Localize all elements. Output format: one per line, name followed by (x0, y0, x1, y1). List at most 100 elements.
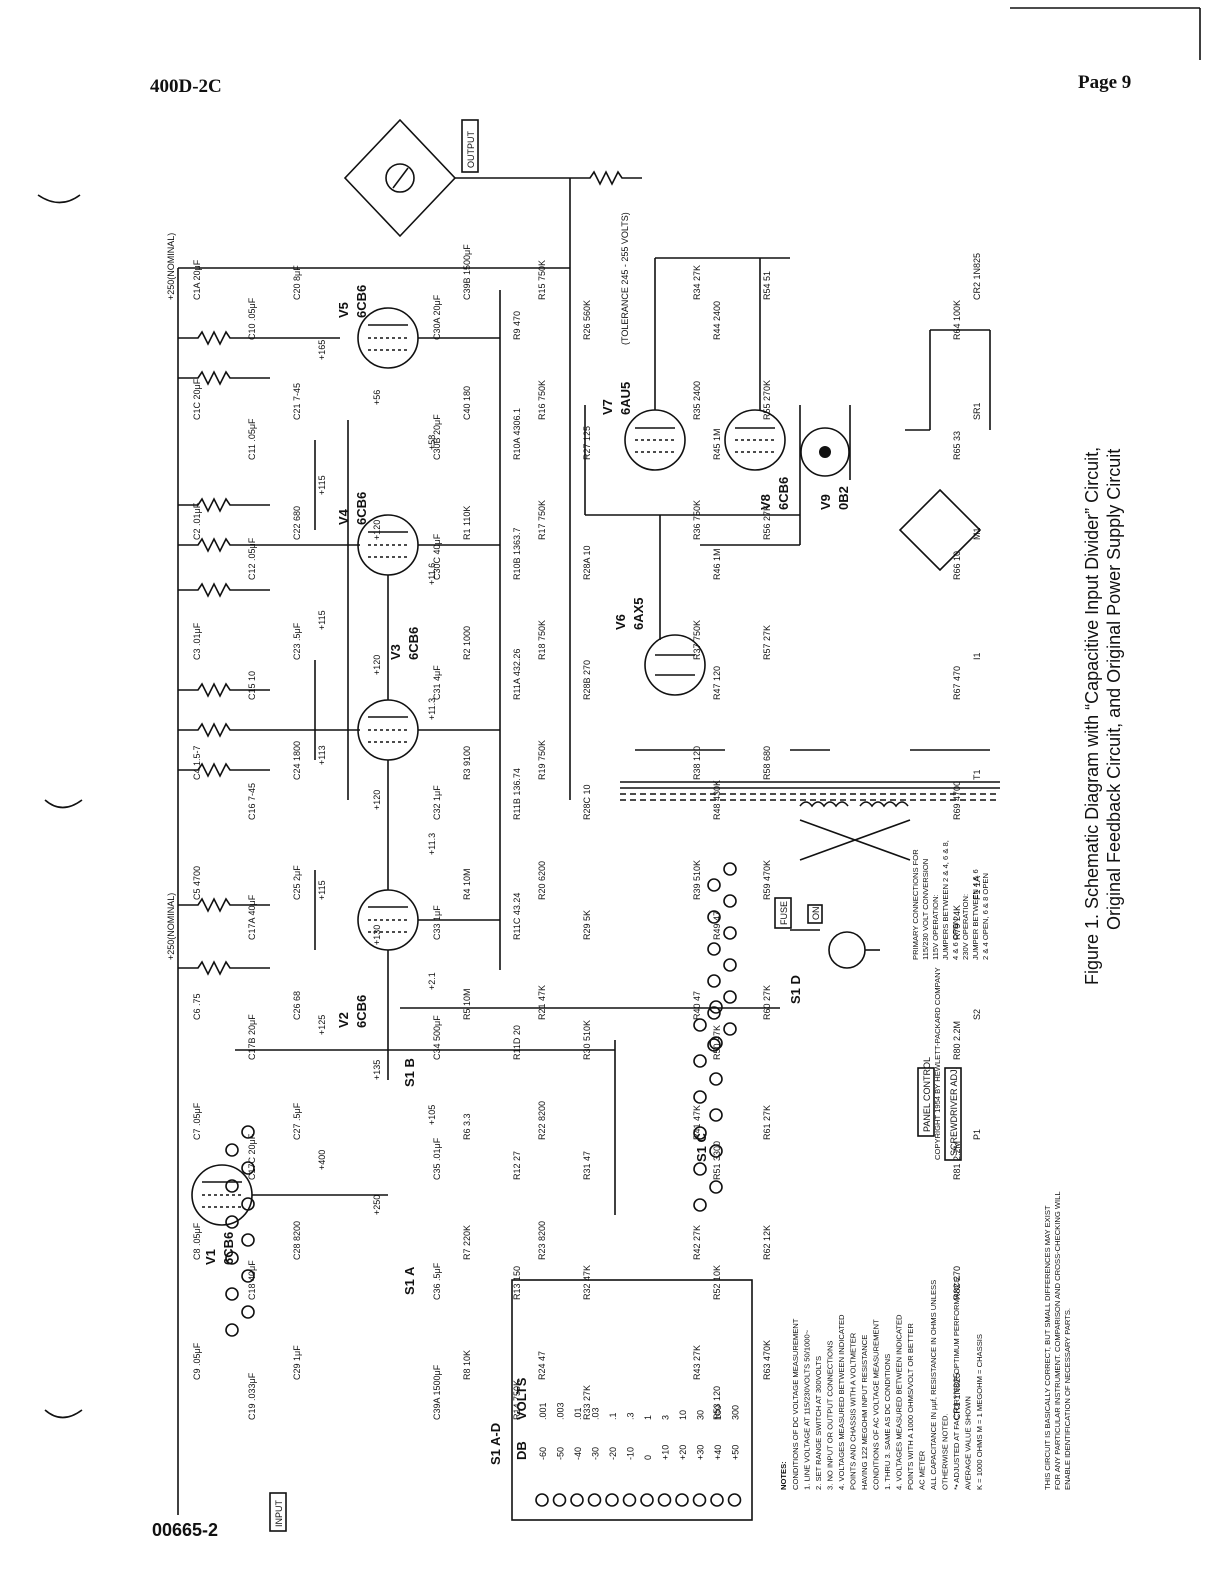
range-volts-value: .003 (556, 1402, 566, 1420)
binding-hole-mark (44, 799, 83, 809)
component-label: R64 100K (952, 300, 962, 340)
range-db-value: 0 (643, 1455, 653, 1460)
switch-terminal (241, 1161, 255, 1175)
range-volts-value: .001 (538, 1402, 548, 1420)
component-label: R24 47 (537, 1351, 547, 1380)
component-label: M1 (972, 527, 982, 540)
voltage-label: +120 (372, 520, 382, 540)
component-label: R66 10 (952, 551, 962, 580)
v9-type: 0B2 (836, 486, 851, 510)
switch-terminal (709, 1108, 723, 1122)
component-label: R38 120 (692, 746, 702, 780)
primary-line: 2 & 4 OPEN, 6 & 8 OPEN (981, 873, 990, 960)
switch-terminal (225, 1215, 239, 1229)
component-label: C31 4μF (432, 665, 442, 700)
component-label: C17C 20μF (247, 1133, 257, 1180)
fuse-box (774, 897, 792, 929)
component-label: R20 6200 (537, 861, 547, 900)
component-label: R31 47 (582, 1151, 592, 1180)
component-label: T1 (972, 769, 982, 780)
component-label: R43 27K (692, 1345, 702, 1380)
range-row-marker (675, 1493, 689, 1507)
range-row-marker (570, 1493, 584, 1507)
component-label: C28 8200 (292, 1221, 302, 1260)
switch-terminal (723, 1022, 737, 1036)
fuse-label: FUSE (779, 901, 789, 925)
component-label: R19 750K (537, 740, 547, 780)
component-label: P1 (972, 1129, 982, 1140)
component-label: C1C 20μF (192, 378, 202, 420)
v3-ref: V3 (388, 644, 403, 660)
on-box (807, 904, 823, 924)
component-label: I1 (972, 652, 982, 660)
component-label: R34 27K (692, 265, 702, 300)
v7-ref: V7 (600, 399, 615, 415)
component-label: R13 150 (512, 1266, 522, 1300)
switch-terminal (707, 942, 721, 956)
component-label: R59 470K (762, 860, 772, 900)
v8-type: 6CB6 (776, 477, 791, 510)
voltage-label: +113 (317, 745, 327, 765)
component-label: C20 8μF (292, 265, 302, 300)
rail-label-1: +250(NOMINAL) (166, 233, 176, 300)
component-label: R40 47 (692, 991, 702, 1020)
component-label: C15 10 (247, 671, 257, 700)
range-db-value: -50 (556, 1447, 566, 1460)
switch-terminal (723, 990, 737, 1004)
switch-terminal (723, 926, 737, 940)
component-label: C32 1μF (432, 785, 442, 820)
component-label: R60 27K (762, 985, 772, 1020)
range-row-marker (657, 1493, 672, 1507)
component-label: S2 (972, 1009, 982, 1020)
range-header-volts: VOLTS (514, 1377, 529, 1420)
primary-line: 115/230 VOLT CONVERSION (921, 859, 930, 960)
notes-block: NOTES: CONDITIONS OF DC VOLTAGE MEASUREM… (779, 1275, 984, 1490)
switch-terminal (241, 1233, 255, 1247)
component-label: R11C 43.24 (512, 893, 522, 940)
bridge-rectifier-sr1 (898, 488, 982, 572)
on-label: ON (811, 907, 821, 921)
switch-terminal (707, 1038, 721, 1052)
v2-type: 6CB6 (354, 995, 369, 1028)
component-label: R28A 10 (582, 545, 592, 580)
resistor-row (178, 330, 360, 976)
component-label: C27 .5μF (292, 1102, 302, 1140)
component-label: C5 4700 (192, 866, 202, 900)
notes-line: 1. THRU 3. SAME AS DC CONDITIONS (883, 1354, 892, 1490)
tube-v3-symbol (357, 699, 419, 761)
range-row-marker (710, 1493, 724, 1507)
component-label: C17B 20μF (247, 1014, 257, 1060)
primary-line: JUMPERS BETWEEN 2 & 4, 6 & 8, (941, 840, 950, 960)
voltage-label: +105 (427, 1105, 437, 1125)
component-label: R26 560K (582, 300, 592, 340)
switch-terminal (225, 1287, 239, 1301)
switch-terminal (225, 1323, 239, 1337)
primary-line: 115V OPERATION: (931, 894, 940, 960)
primary-line: 230V OPERATION: (961, 894, 970, 960)
component-label: R11A 432.26 (512, 649, 522, 700)
notes-line: AVERAGE VALUE SHOWN (964, 1396, 973, 1490)
component-label: R22 8200 (537, 1101, 547, 1140)
component-label: R14 750K (512, 1380, 522, 1420)
drawing-code: 00665-2 (152, 1520, 219, 1540)
component-label: C8 .05μF (192, 1222, 202, 1260)
switch-terminal (723, 862, 737, 876)
component-label: C12 .05μF (247, 537, 257, 580)
component-label: C3 .01μF (192, 622, 202, 660)
component-label: C9 .05μF (192, 1342, 202, 1380)
voltage-label: +58 (427, 435, 437, 450)
figure-caption-line1: Figure 1. Schematic Diagram with “Capaci… (1082, 447, 1102, 985)
switch-terminal (709, 1144, 723, 1158)
component-label: R62 12K (762, 1225, 772, 1260)
component-label: C30A 20μF (432, 294, 442, 340)
component-label: C40 180 (462, 386, 472, 420)
voltage-label: +11.3 (427, 833, 437, 855)
voltage-label: +135 (372, 1060, 382, 1080)
component-label: C21 7-45 (292, 383, 302, 420)
power-plug-p1 (790, 929, 880, 969)
switch-terminal (225, 1179, 239, 1193)
range-db-value: +40 (713, 1445, 723, 1460)
range-volts-value: 1 (643, 1415, 653, 1420)
